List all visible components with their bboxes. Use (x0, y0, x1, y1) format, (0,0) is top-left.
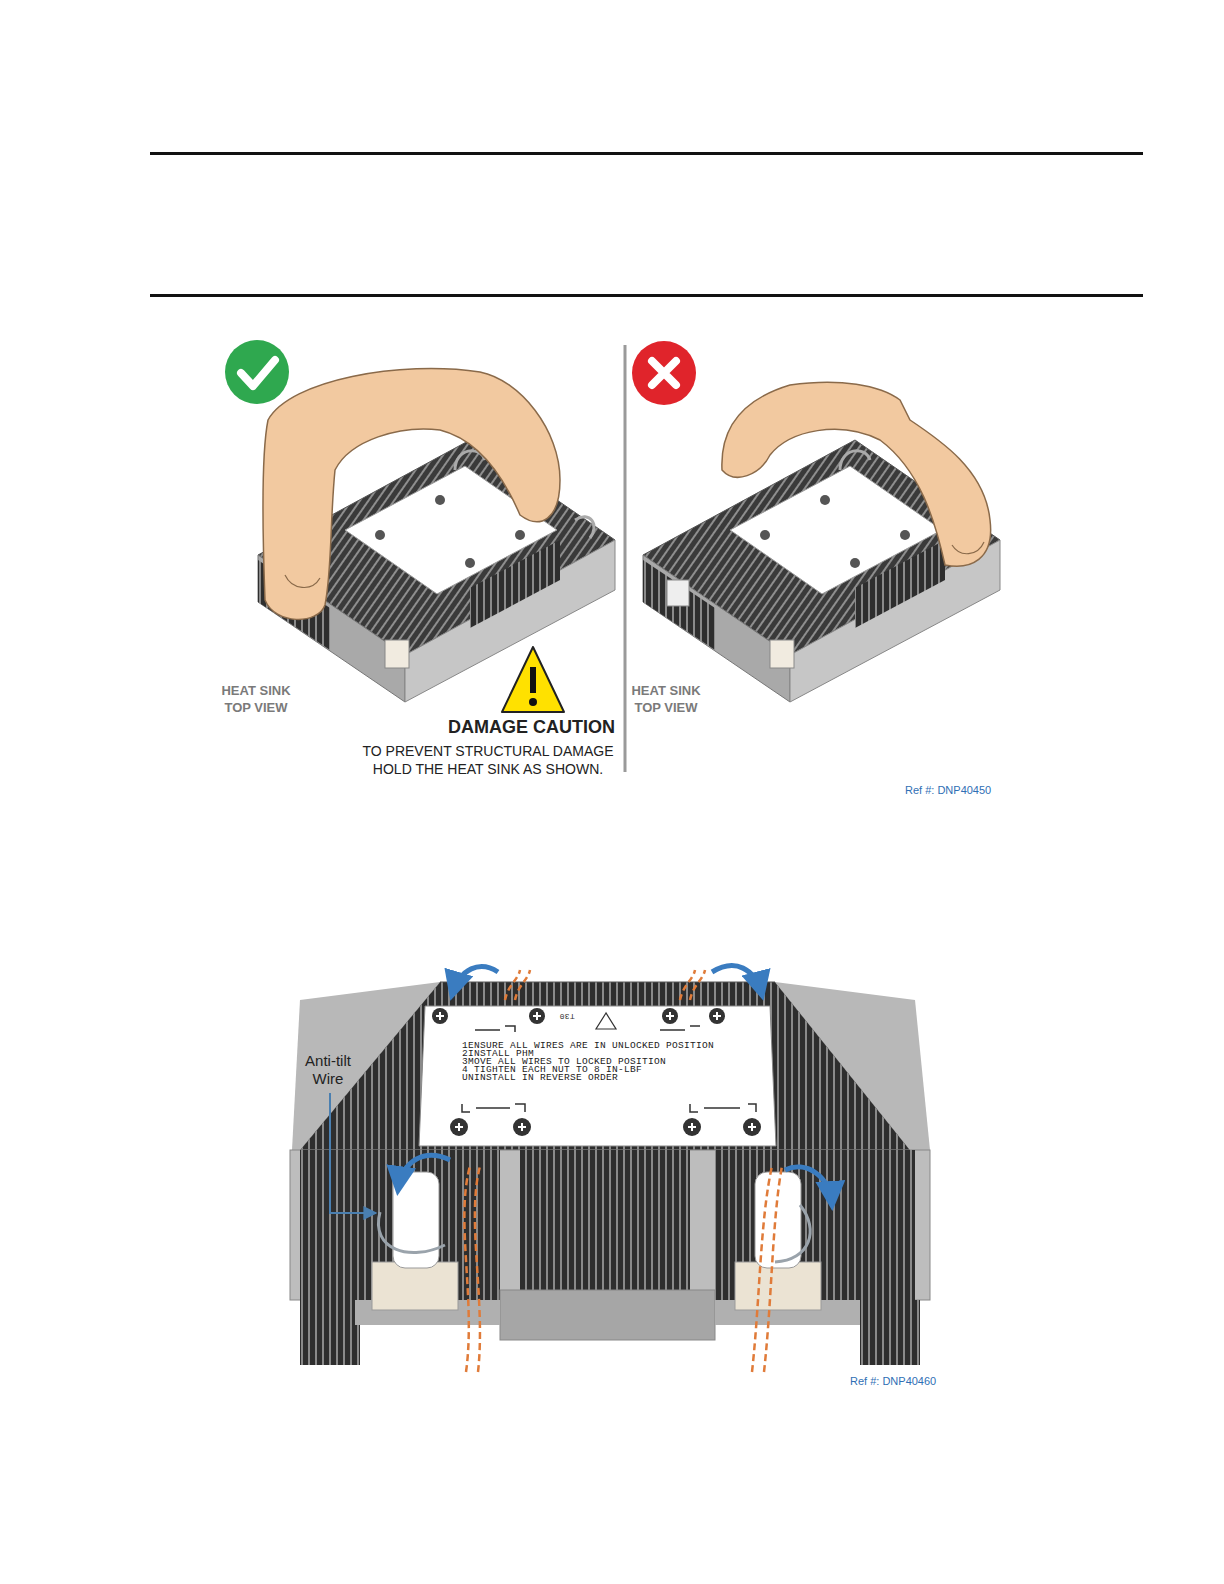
reference-number: Ref #: DNP40460 (850, 1374, 970, 1388)
check-badge (225, 340, 289, 404)
plate-text: UNINSTALL IN REVERSE ORDER (462, 1073, 762, 1082)
leader-line (330, 1093, 376, 1213)
view-caption: HEAT SINK TOP VIEW (621, 682, 711, 716)
caution-heading: DAMAGE CAUTION (448, 716, 623, 738)
hand-figure (263, 369, 560, 620)
hand-figure (722, 382, 991, 566)
divider-line (624, 345, 627, 772)
caution-symbol (502, 647, 564, 712)
cross-badge (632, 341, 696, 405)
caution-note: TO PREVENT STRUCTURAL DAMAGE HOLD THE HE… (360, 742, 616, 778)
reference-number: Ref #: DNP40450 (905, 783, 1025, 797)
view-caption: HEAT SINK TOP VIEW (211, 682, 301, 716)
rule-line (150, 294, 1143, 297)
rule-line (150, 152, 1143, 155)
plate-text: T30 (552, 1011, 582, 1021)
heat-sink-figure (290, 966, 930, 1372)
part-name: Anti-tilt Wire (292, 1052, 364, 1088)
